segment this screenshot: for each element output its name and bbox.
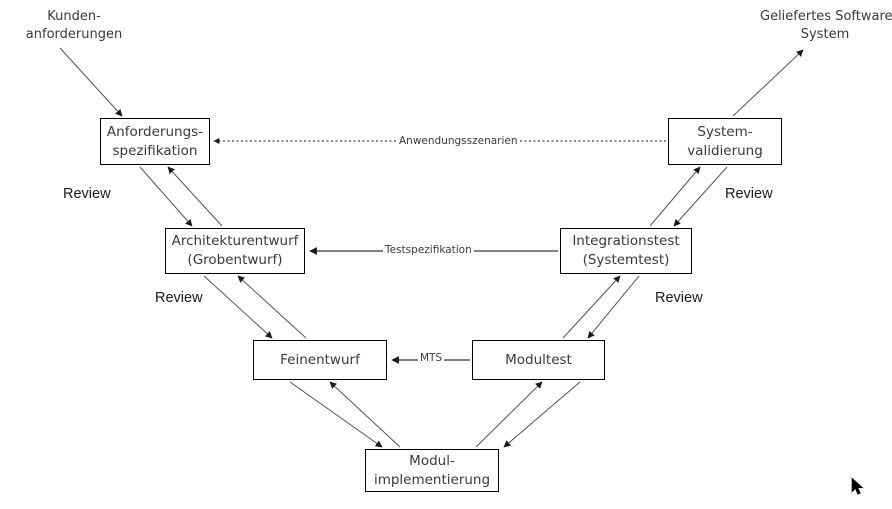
- edge-feinentwurf-to-architekturentwurf-review: [237, 275, 307, 339]
- label-review-left-bottom: Review: [155, 290, 203, 306]
- edge-modulimplementierung-to-feinentwurf-review: [329, 381, 401, 448]
- label-line: anforderungen: [25, 27, 123, 43]
- node-architekturentwurf[interactable]: Architekturentwurf (Grobentwurf): [165, 228, 305, 274]
- label-line: Geliefertes Software: [760, 9, 892, 24]
- edge-kundenanforderungen-to-anforderungsspezifikation: [59, 47, 123, 117]
- edge-integrationstest-to-systemvalidierung: [649, 166, 701, 227]
- mouse-pointer-icon: [851, 477, 865, 502]
- edge-modulimplementierung-to-modultest: [475, 381, 543, 448]
- label-line: System: [800, 27, 850, 43]
- edge-label-mts: MTS: [418, 352, 445, 364]
- edge-systemvalidierung-to-geliefertes-system: [732, 49, 804, 117]
- edge-systemvalidierung-to-integrationstest-review: [673, 166, 728, 227]
- edge-modultest-to-modulimplementierung-review: [503, 381, 581, 448]
- node-modultest[interactable]: Modultest: [472, 340, 605, 380]
- node-line: Anforderungs-: [106, 123, 204, 140]
- node-line: Architekturentwurf: [171, 233, 299, 250]
- node-line: spezifikation: [112, 142, 198, 159]
- label-review-right-top: Review: [725, 186, 773, 202]
- label-geliefertes-software-system: Geliefertes Software System: [760, 8, 892, 45]
- node-line: Modul-: [409, 452, 455, 469]
- edge-architekturentwurf-to-feinentwurf: [203, 275, 273, 339]
- edge-feinentwurf-to-modulimplementierung: [289, 381, 383, 448]
- label-kundenanforderungen: Kunden- anforderungen: [14, 8, 134, 45]
- node-line: System-: [697, 123, 753, 140]
- node-line: implementierung: [373, 471, 491, 488]
- edge-anforderungsspezifikation-to-architekturentwurf: [139, 166, 193, 227]
- node-systemvalidierung[interactable]: System- validierung: [668, 118, 782, 165]
- node-line: (Grobentwurf): [187, 252, 283, 268]
- edge-integrationstest-to-modultest-review: [587, 275, 640, 339]
- edge-label-anwendungsszenarien: Anwendungsszenarien: [397, 135, 520, 147]
- node-feinentwurf[interactable]: Feinentwurf: [253, 340, 387, 380]
- node-line: Integrationstest: [572, 233, 680, 250]
- label-review-right-bottom: Review: [655, 290, 703, 306]
- edge-label-testspezifikation: Testspezifikation: [383, 244, 474, 256]
- node-integrationstest[interactable]: Integrationstest (Systemtest): [560, 228, 692, 274]
- edge-modultest-to-integrationstest: [562, 275, 621, 339]
- label-review-left-top: Review: [63, 186, 111, 202]
- node-line: validierung: [687, 142, 763, 159]
- label-line: Kunden-: [47, 9, 101, 24]
- node-line: (Systemtest): [582, 252, 670, 268]
- node-modulimplementierung[interactable]: Modul- implementierung: [365, 449, 499, 492]
- node-anforderungsspezifikation[interactable]: Anforderungs- spezifikation: [100, 118, 210, 165]
- node-line: Modultest: [505, 351, 572, 368]
- node-line: Feinentwurf: [280, 351, 360, 368]
- edge-architekturentwurf-to-anforderungsspezifikation-review: [167, 166, 223, 227]
